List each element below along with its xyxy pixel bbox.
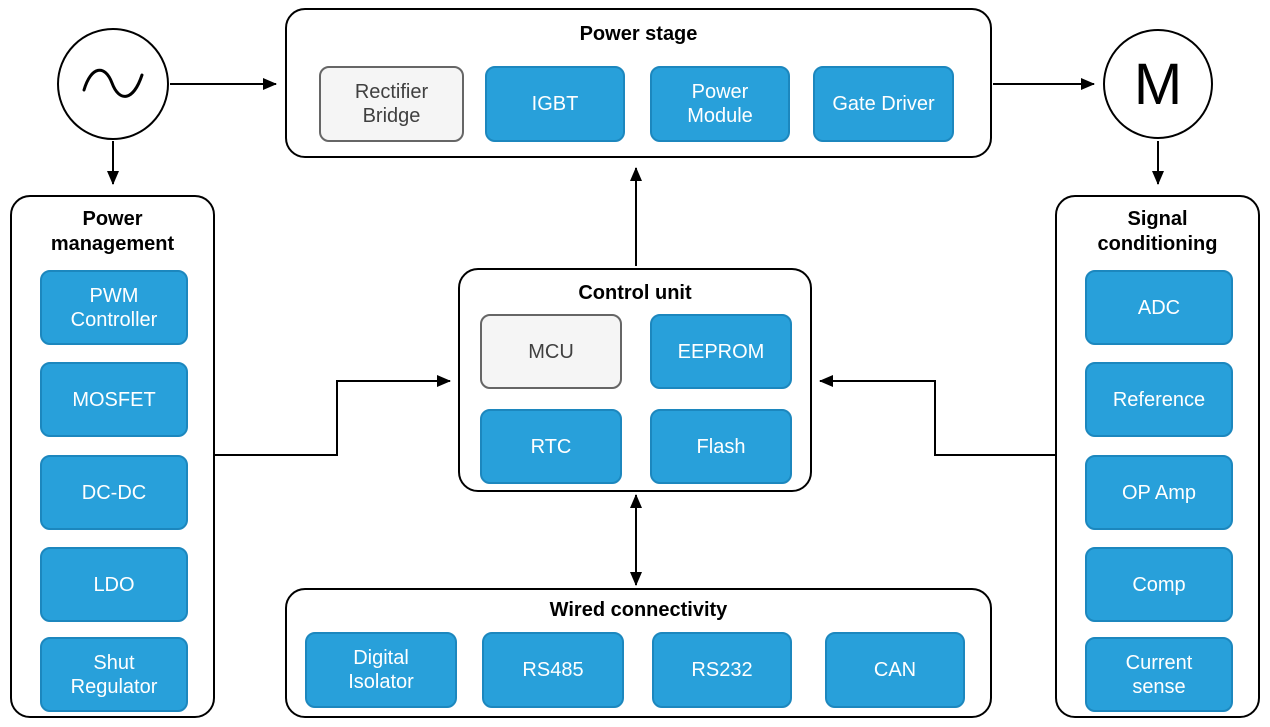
group-signal-conditioning: Signal conditioning ADC Reference OP Amp… — [1055, 195, 1260, 718]
block-ldo: LDO — [40, 547, 188, 622]
group-title-wired-connectivity: Wired connectivity — [549, 599, 728, 621]
block-rtc: RTC — [480, 409, 622, 484]
block-eeprom: EEPROM — [650, 314, 792, 389]
block-rs232: RS232 — [652, 632, 792, 708]
block-rectifier-bridge: Rectifier Bridge — [319, 66, 464, 142]
block-digital-isolator: Digital Isolator — [305, 632, 457, 708]
motor-node: M — [1103, 29, 1213, 139]
block-igbt: IGBT — [485, 66, 625, 142]
block-reference: Reference — [1085, 362, 1233, 437]
motor-label: M — [1133, 51, 1183, 117]
block-mosfet: MOSFET — [40, 362, 188, 437]
group-control-unit: Control unit MCU EEPROM RTC Flash — [458, 268, 812, 492]
block-can: CAN — [825, 632, 965, 708]
arrow-power-management-to-control-unit — [215, 375, 451, 456]
arrow-signal-conditioning-to-control-unit — [819, 375, 1056, 456]
group-title-signal-conditioning: Signal conditioning — [1097, 208, 1218, 255]
group-title-control-unit: Control unit — [578, 282, 692, 304]
block-current-sense: Current sense — [1085, 637, 1233, 712]
block-shut-regulator: Shut Regulator — [40, 637, 188, 712]
group-power-stage: Power stage Rectifier Bridge IGBT Power … — [285, 8, 992, 158]
block-adc: ADC — [1085, 270, 1233, 345]
block-comp: Comp — [1085, 547, 1233, 622]
group-title-power-management: Power management — [50, 208, 175, 255]
block-dc-dc: DC-DC — [40, 455, 188, 530]
block-op-amp: OP Amp — [1085, 455, 1233, 530]
group-power-management: Power management PWM Controller MOSFET D… — [10, 195, 215, 718]
ac-source-node — [57, 28, 169, 140]
block-power-module: Power Module — [650, 66, 790, 142]
ac-sine-icon — [82, 68, 144, 98]
block-flash: Flash — [650, 409, 792, 484]
block-pwm-controller: PWM Controller — [40, 270, 188, 345]
block-gate-driver: Gate Driver — [813, 66, 954, 142]
group-wired-connectivity: Wired connectivity Digital Isolator RS48… — [285, 588, 992, 718]
group-title-power-stage: Power stage — [579, 23, 698, 45]
block-rs485: RS485 — [482, 632, 624, 708]
block-mcu: MCU — [480, 314, 622, 389]
